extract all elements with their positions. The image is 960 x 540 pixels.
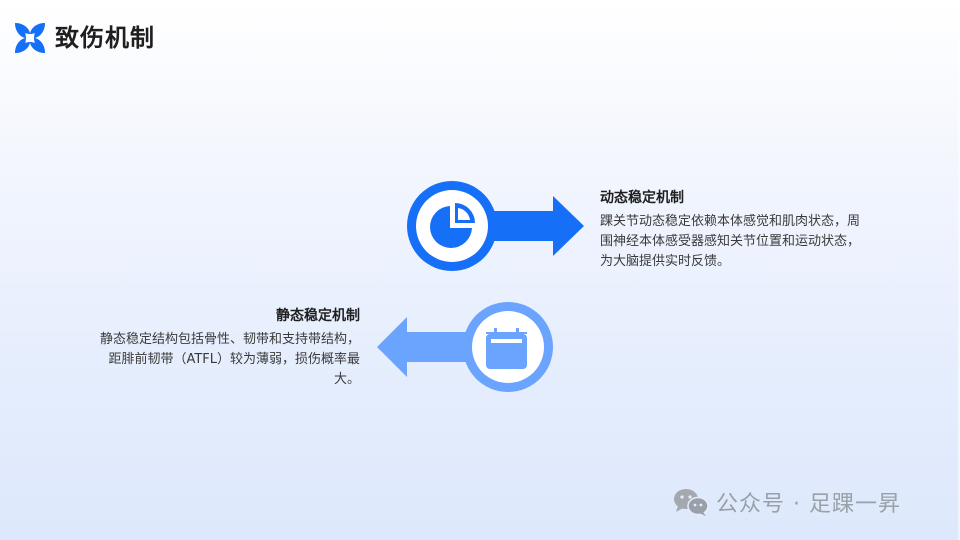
dynamic-mechanism-heading: 动态稳定机制 (600, 190, 684, 206)
page-title: 致伤机制 (55, 24, 155, 52)
description-line: 距腓前韧带（ATFL）较为薄弱，损伤概率最 (108, 352, 360, 367)
four-petal-x-logo-icon (15, 23, 45, 53)
description-line: 围神经本体感受器感知关节位置和运动状态， (600, 234, 861, 249)
right-arrow-icon (480, 196, 584, 256)
dynamic-mechanism-text: 动态稳定机制 踝关节动态稳定依赖本体感觉和肌肉状态，周 围神经本体感受器感知关节… (600, 188, 885, 272)
dynamic-mechanism-description: 踝关节动态稳定依赖本体感觉和肌肉状态，周 围神经本体感受器感知关节位置和运动状态… (600, 212, 885, 272)
description-line: 大。 (333, 372, 360, 387)
description-line: 踝关节动态稳定依赖本体感觉和肌肉状态，周 (600, 214, 861, 229)
watermark-text: 公众号 · 足踝一昇 (716, 492, 901, 517)
static-mechanism-graphic (377, 302, 553, 392)
watermark: 公众号 · 足踝一昇 (672, 484, 901, 520)
static-mechanism-heading: 静态稳定机制 (276, 308, 360, 324)
static-mechanism-description: 静态稳定结构包括骨性、韧带和支持带结构， 距腓前韧带（ATFL）较为薄弱，损伤概… (75, 330, 360, 390)
description-line: 为大脑提供实时反馈。 (600, 254, 731, 269)
description-line: 静态稳定结构包括骨性、韧带和支持带结构， (99, 332, 360, 347)
calendar-icon (486, 328, 527, 369)
static-mechanism-text: 静态稳定机制 静态稳定结构包括骨性、韧带和支持带结构， 距腓前韧带（ATFL）较… (75, 306, 360, 390)
wechat-icon (674, 489, 709, 516)
dynamic-mechanism-graphic (407, 181, 584, 271)
pie-chart-icon (430, 203, 475, 248)
edge-strip (958, 0, 960, 540)
left-arrow-icon (377, 317, 480, 377)
page-header: 致伤机制 (13, 20, 155, 56)
